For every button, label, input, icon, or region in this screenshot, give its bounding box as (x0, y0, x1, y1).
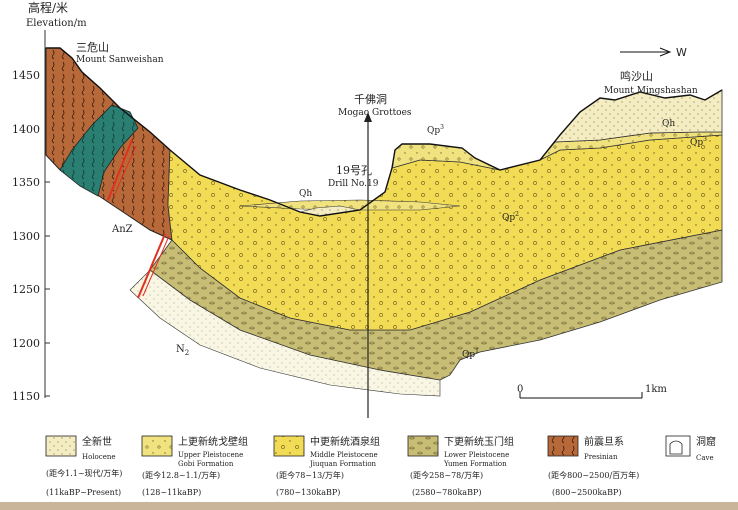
drill-19 (364, 112, 372, 418)
label-qp3-top: Qp3 (427, 124, 444, 136)
label-sanweishan-en: Mount Sanweishan (76, 55, 164, 65)
y-axis: 高程/米 Elevation/m 1450 1400 1350 1300 125… (12, 0, 87, 403)
legend-lower-en2: Yumen Formation (443, 460, 507, 468)
legend-middle-age-cn: (距今78~13/万年) (276, 470, 344, 480)
legend-lower-age-cn: (距今258~78/万年) (410, 470, 483, 480)
legend-swatch-cave (665, 435, 691, 457)
legend-holocene-age-cn: (距今1.1~现代/万年) (46, 468, 122, 478)
label-qp3-right: Qp3 (690, 136, 707, 148)
legend-lower-cn: 下更新统玉门组 (444, 435, 514, 448)
legend-presinian-en: Presinian (584, 453, 618, 461)
direction-indicator: W (620, 46, 687, 59)
fault-upper (107, 139, 133, 201)
labels: 三危山 Mount Sanweishan 鸣沙山 Mount Mingshash… (76, 41, 707, 360)
legend-middle-en2: Jiuquan Formation (309, 460, 377, 468)
legend-swatch-presinian (547, 435, 579, 457)
legend-upper-en1: Upper Pleistocene (178, 451, 243, 459)
faults (107, 139, 170, 299)
y-tick-1400: 1400 (12, 123, 40, 136)
y-tick-1150: 1150 (12, 390, 40, 403)
fault-lower-2 (142, 235, 170, 297)
label-qh-right: Qh (662, 119, 675, 129)
legend-presinian-age-cn: (距今800~2500/百万年) (548, 470, 639, 480)
label-qp2: Qp2 (502, 211, 519, 223)
presinian-teal-band (59, 104, 139, 197)
legend-middle-en1: Middle Pleistocene (310, 451, 378, 459)
label-mogao-en: Mogao Grottoes (338, 108, 412, 118)
y-axis-label-cn: 高程/米 (28, 0, 68, 15)
legend-lower-age-en: (2580~780kaBP) (412, 488, 481, 497)
legend-upper-en2: Gobi Formation (178, 460, 234, 468)
legend-cave-cn: 洞窟 (696, 435, 716, 448)
label-drill-cn: 19号孔 (336, 164, 372, 177)
ground-surface (46, 47, 723, 217)
label-mingshashan-cn: 鸣沙山 (620, 69, 653, 83)
legend-presinian-cn: 前震旦系 (584, 435, 624, 448)
fault-upper-2 (113, 145, 137, 197)
legend-upper-age-cn: (距今12.8~1.1/万年) (142, 470, 220, 480)
cave-icon (669, 440, 683, 455)
legend-presinian-age-en: (800~2500kaBP) (552, 488, 621, 497)
y-axis-label-en: Elevation/m (26, 18, 87, 29)
legend-upper-cn: 上更新统戈壁组 (178, 435, 248, 448)
legend-cave-en: Cave (696, 454, 714, 462)
y-tick-1200: 1200 (12, 337, 40, 350)
legend-swatch-holocene (45, 435, 77, 457)
label-qp1: Qp1 (462, 348, 479, 360)
direction-label: W (676, 46, 687, 59)
legend-upper-age-en: (128~11kaBP) (142, 488, 201, 497)
y-tick-1250: 1250 (12, 283, 40, 296)
label-mogao-cn: 千佛洞 (354, 93, 387, 106)
legend-swatch-middle (273, 435, 305, 457)
legend-swatch-lower (407, 435, 439, 457)
legend-holocene-en: Holocene (82, 453, 116, 461)
y-tick-1350: 1350 (12, 176, 40, 189)
label-anz: AnZ (111, 224, 133, 235)
scale-start: 0 (517, 384, 523, 395)
label-n2: N2 (176, 344, 189, 357)
legend-holocene-cn: 全新世 (82, 435, 112, 448)
legend-middle-cn: 中更新统酒泉组 (310, 435, 380, 448)
strata (45, 47, 723, 397)
y-tick-1300: 1300 (12, 230, 40, 243)
label-mingshashan-en: Mount Mingshashan (604, 86, 698, 96)
legend-lower-en1: Lower Pleistocene (444, 451, 509, 459)
y-tick-1450: 1450 (12, 69, 40, 82)
label-qh-left: Qh (299, 189, 312, 199)
label-drill-en: Drill No.19 (328, 179, 379, 189)
legend-holocene-age-en: (11kaBP~Present) (46, 488, 121, 497)
legend: 全新世 Holocene (距今1.1~现代/万年) (11kaBP~Prese… (45, 435, 716, 497)
label-sanweishan-cn: 三危山 (76, 41, 109, 54)
bottom-strip (0, 502, 738, 510)
scale-end: 1km (645, 384, 667, 395)
legend-middle-age-en: (780~130kaBP) (276, 488, 340, 497)
scale-bar: 0 1km (517, 384, 667, 399)
legend-swatch-upper (141, 435, 173, 457)
fault-lower (137, 233, 166, 299)
